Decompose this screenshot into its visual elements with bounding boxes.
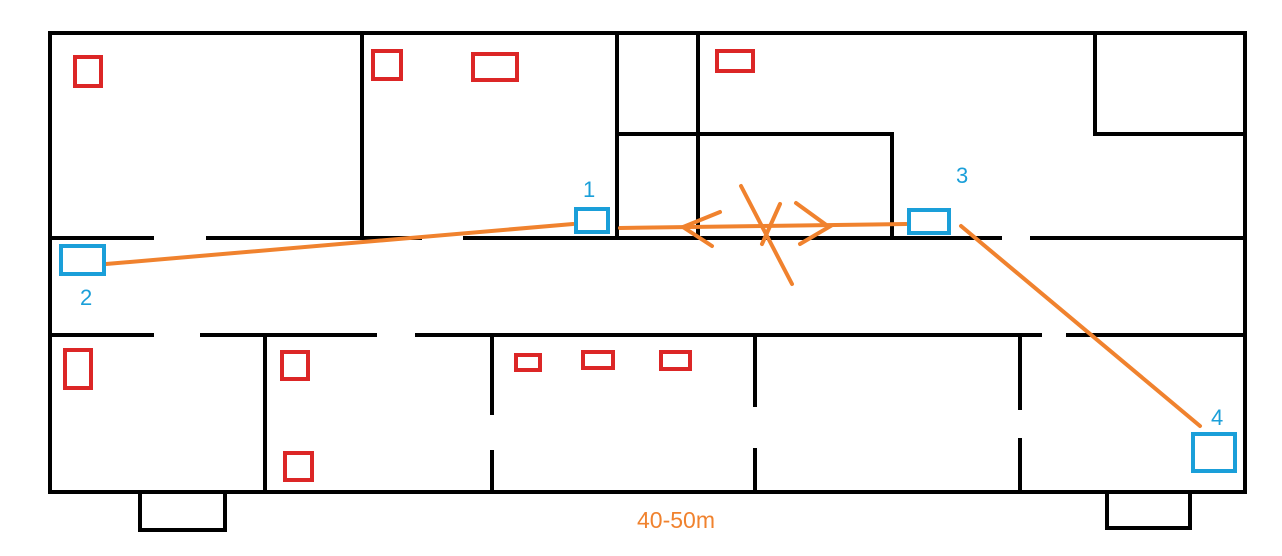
red-marker [715,49,755,73]
connection-lines [104,184,1202,428]
arrow-right-head [794,201,833,246]
building-outline [48,31,1247,494]
red-marker [371,49,403,81]
red-marker [63,348,93,390]
device-label-1: 1 [583,177,595,202]
device-box [574,207,610,234]
red-markers [63,49,755,482]
red-marker [73,55,103,88]
device-4: 4 [1191,405,1237,473]
device-box [59,244,106,276]
upper-room-partitions [360,31,1247,240]
device-label-2: 2 [80,285,92,310]
device-3: 3 [907,163,968,235]
device-box [1191,432,1237,473]
annex-left [138,490,227,532]
red-marker [280,350,310,381]
distance-label: 40-50m [637,507,715,533]
red-marker [471,52,519,82]
red-marker [581,350,615,370]
arrow-left-head [678,210,722,248]
red-marker [514,353,542,372]
annex-right [1105,490,1192,530]
device-label-3: 3 [956,163,968,188]
red-marker [283,451,314,482]
lower-room-partitions [263,333,1022,494]
red-marker [659,350,692,371]
device-2: 2 [59,244,106,310]
link-3-to-4 [959,224,1202,428]
device-box [907,208,951,235]
device-1: 1 [574,177,610,234]
device-label-4: 4 [1211,405,1223,430]
link-2-to-1 [104,222,575,266]
cross-slash [760,202,782,246]
